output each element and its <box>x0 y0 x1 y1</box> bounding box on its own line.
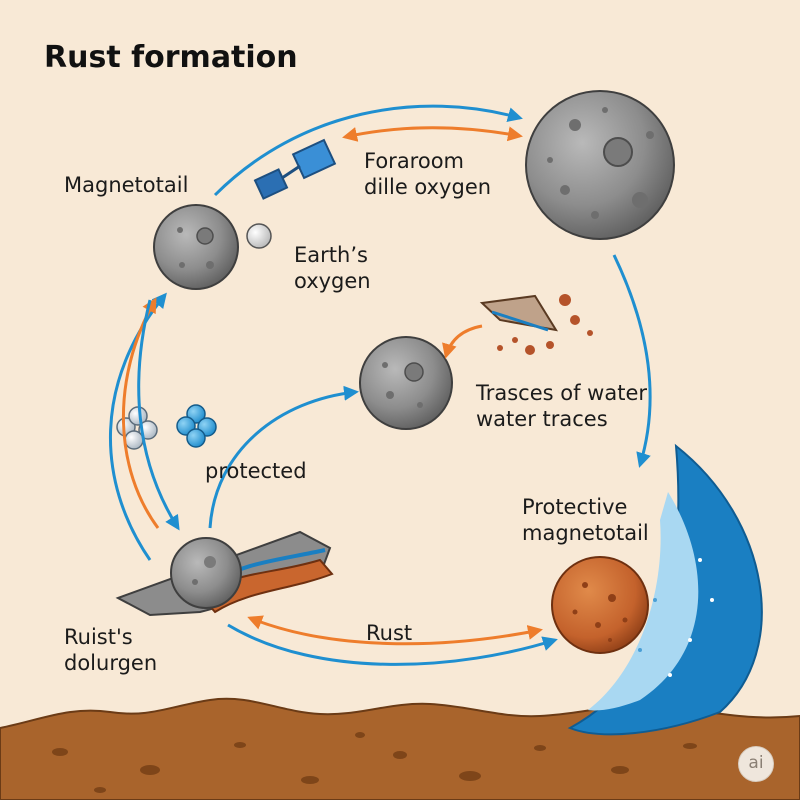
protective-magnetotail-shield <box>567 443 763 736</box>
large-gray-planet <box>525 90 675 240</box>
arrow-right-blue <box>612 254 652 468</box>
label-ruists-line1: Ruist's <box>64 625 133 649</box>
label-foraroom-line2: dille oxygen <box>364 175 492 199</box>
ai-badge: ai <box>738 746 774 782</box>
rust-debris <box>479 294 593 355</box>
satellite <box>253 138 337 200</box>
arrow-top-orange <box>342 126 523 142</box>
magnetotail-planet <box>153 204 239 290</box>
arrow-debris-orange <box>442 324 483 359</box>
oxygen-molecule-blue <box>176 404 217 448</box>
arrow-left-inner-blue <box>137 299 180 531</box>
arrow-bottom-blue <box>227 623 558 666</box>
label-earths-oxygen-line1: Earth’s <box>294 243 368 267</box>
label-protected: protected <box>205 459 307 483</box>
label-protective-line2: magnetotail <box>522 521 649 545</box>
arrow-bottom-orange <box>247 615 543 646</box>
label-foraroom-line1: Foraroom <box>364 149 465 173</box>
label-protective-line1: Protective <box>522 495 628 519</box>
label-magnetotail: Magnetotail <box>64 173 189 197</box>
oxygen-molecule-gray <box>116 406 158 450</box>
arrow-protected-blue <box>208 385 359 529</box>
arrow-top-blue <box>213 104 523 197</box>
arrow-left-orange <box>122 297 160 529</box>
middle-planet <box>359 336 453 430</box>
rusty-planet <box>551 556 649 654</box>
page-title: Rust formation <box>44 40 298 75</box>
arrows <box>109 104 652 666</box>
slab-rock <box>170 537 242 609</box>
label-ruists-line2: dolurgen <box>64 651 158 675</box>
label-traces-line1: Trasces of water <box>476 381 648 405</box>
small-moon <box>246 223 272 249</box>
label-traces-line2: water traces <box>476 407 608 431</box>
label-rust: Rust <box>366 621 413 645</box>
label-earths-oxygen-line2: oxygen <box>294 269 371 293</box>
